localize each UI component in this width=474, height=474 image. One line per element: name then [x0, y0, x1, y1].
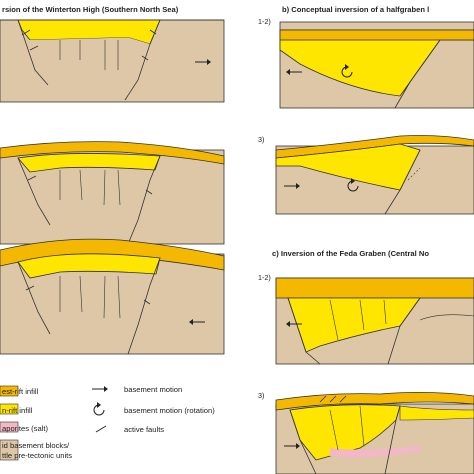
right-arrow-icon — [195, 59, 211, 65]
fault-slip-icon — [27, 175, 153, 195]
fault-line — [124, 19, 161, 101]
legend: est-rift infill n-rift infill aporites (… — [0, 385, 215, 461]
legend-swatch-basement — [0, 439, 19, 461]
title-feda-graben: c) Inversion of the Feda Graben (Central… — [272, 249, 429, 258]
legend-label-syn-rift: n-rift infill — [2, 406, 33, 415]
rotation-arrow-icon — [347, 178, 359, 192]
fault-line-icon — [95, 425, 107, 433]
left-arrow-icon — [189, 319, 205, 325]
stage-label: 3) — [258, 391, 264, 400]
panel-a-stage-2 — [0, 141, 225, 245]
post-rift-infill — [0, 141, 225, 165]
legend-label-basement-1: id basement blocks/ — [2, 441, 70, 450]
title-winterton-high: rsion of the Winterton High (Southern No… — [2, 5, 179, 14]
legend-label-active-faults: active faults — [124, 425, 164, 434]
panel-a-stage-1 — [0, 19, 225, 103]
panel-c-stage-2: 3) — [258, 391, 474, 474]
fault-slip-icon — [21, 29, 157, 61]
evaporite-layer — [330, 446, 420, 458]
panel-b-stage-2: 3) — [258, 135, 474, 215]
right-arrow-icon — [92, 386, 108, 392]
legend-swatch-evaporites — [0, 421, 19, 433]
panel-b-stage-1: 1-2) — [258, 17, 474, 109]
panel-c-stage-1: 1-2) — [258, 273, 474, 365]
rotation-arrow-icon — [93, 402, 105, 416]
legend-label-basement-motion: basement motion — [124, 385, 182, 394]
right-arrow-icon — [284, 183, 300, 189]
fault-line — [17, 19, 49, 86]
stage-label: 1-2) — [258, 273, 271, 282]
legend-label-post-rift: est-rift infill — [2, 387, 39, 396]
rotation-arrow-icon — [341, 64, 353, 78]
stage-label: 3) — [258, 135, 264, 144]
legend-label-evaporites: aporites (salt) — [2, 424, 48, 433]
legend-swatch-syn-rift — [0, 403, 19, 415]
left-arrow-icon — [286, 69, 302, 75]
legend-swatch-post-rift — [0, 385, 19, 397]
left-arrow-icon — [286, 321, 302, 327]
panel-a-stage-3 — [0, 238, 225, 355]
stage-label: 1-2) — [258, 17, 271, 26]
legend-label-basement-2: ttle pre-tectonic units — [2, 451, 72, 460]
title-halfgraben: b) Conceptual inversion of a halfgraben … — [282, 5, 429, 14]
right-arrow-icon — [284, 443, 300, 449]
legend-label-basement-rotation: basement motion (rotation) — [124, 406, 215, 415]
